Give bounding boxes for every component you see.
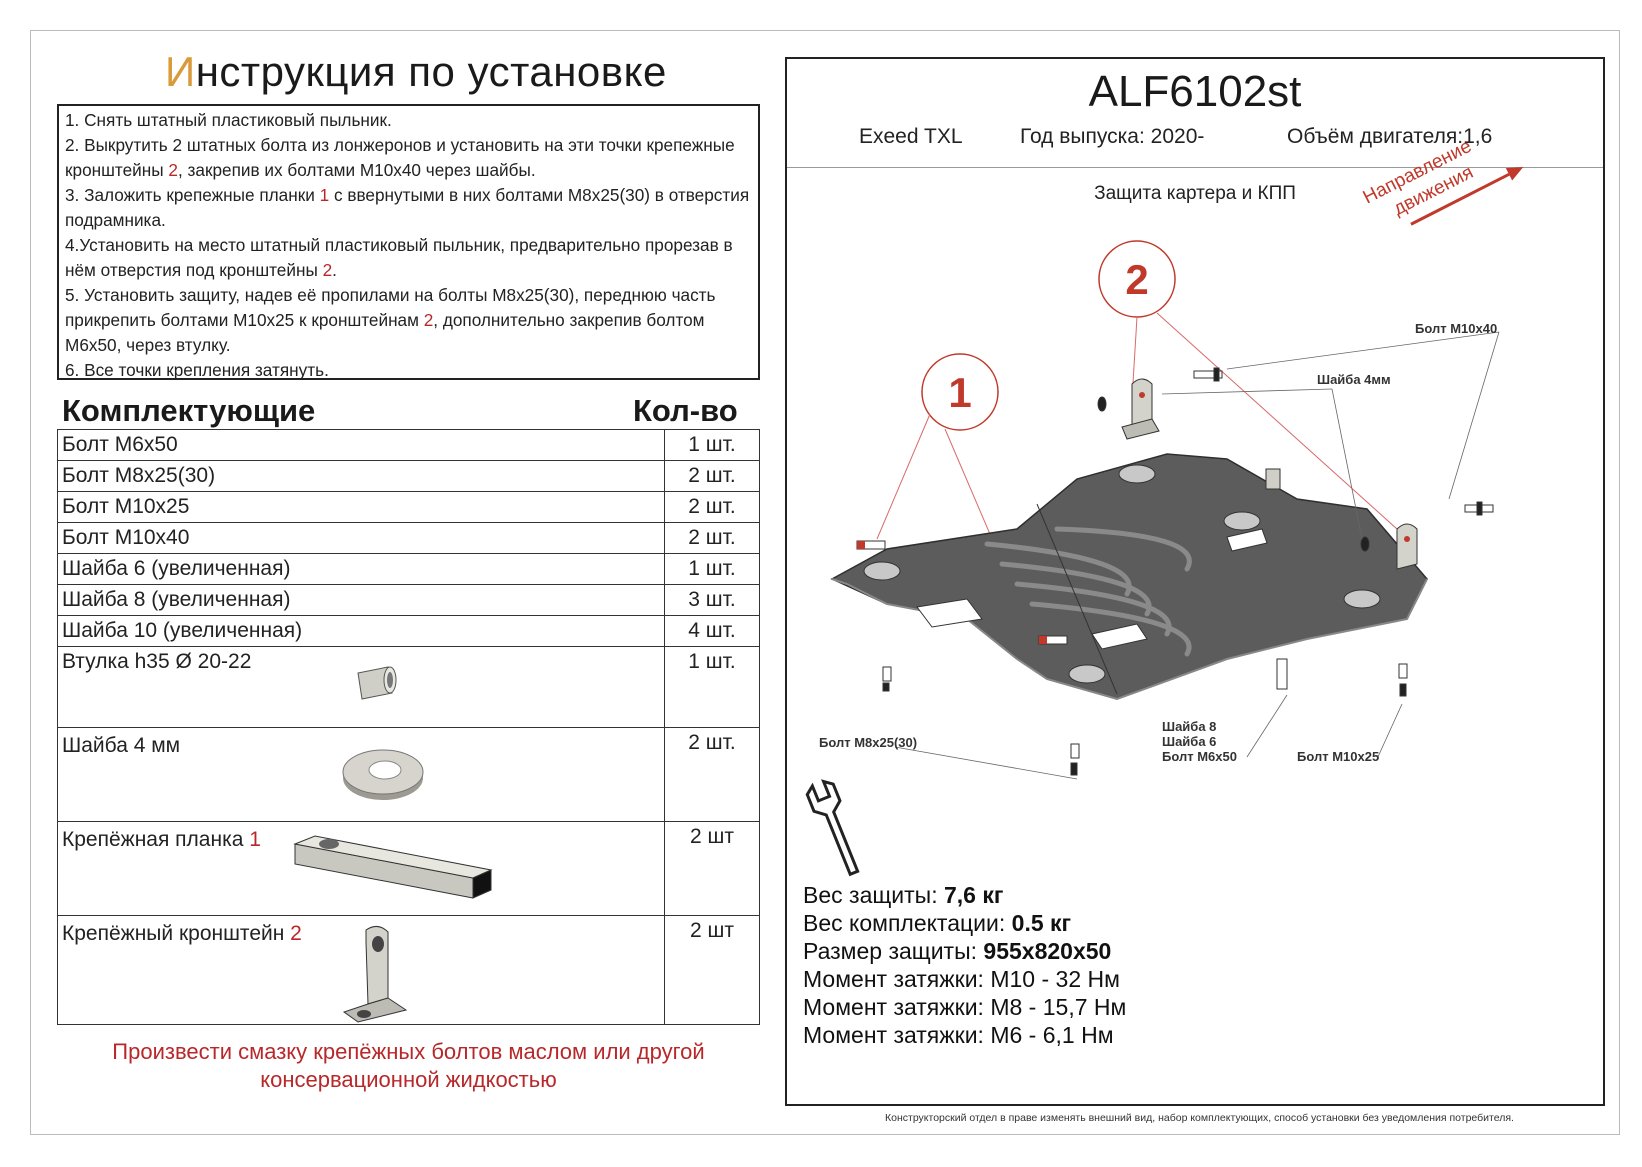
table-row: Шайба 4 мм 2 шт. (57, 727, 760, 822)
bracket-icon (342, 926, 408, 1023)
parts-header-qty: Кол-во (633, 393, 738, 428)
direction-indicator: Направление движения (1360, 136, 1524, 226)
label-washer-8: Шайба 8 (1162, 719, 1216, 734)
table-row: Крепёжный кронштейн 2 2 шт (57, 915, 760, 1025)
instruction-step: 2. Выкрутить 2 штатных болта из лонжерон… (65, 135, 735, 180)
table-row: Шайба 10 (увеличенная)4 шт. (57, 615, 760, 647)
washer-icon (342, 749, 424, 800)
parts-header-name: Комплектующие (62, 393, 316, 428)
instruction-step: 6. Все точки крепления затянуть. (65, 360, 329, 380)
spec-torque-m8: Момент затяжки: М8 - 15,7 Нм (803, 994, 1127, 1020)
instructions-box: 1. Снять штатный пластиковый пыльник. 2.… (57, 104, 760, 380)
table-row: Крепёжная планка 1 2 шт (57, 821, 760, 916)
skid-plate (830, 453, 1428, 701)
table-row: Шайба 6 (увеличенная)1 шт. (57, 553, 760, 585)
bushing-icon (357, 666, 397, 700)
table-row: Втулка h35 Ø 20-22 1 шт. (57, 646, 760, 728)
table-row: Болт М8х25(30)2 шт. (57, 460, 760, 492)
product-panel: ALF6102st Exeed TXL Год выпуска: 2020- О… (785, 57, 1605, 1106)
product-code: ALF6102st (1088, 67, 1302, 116)
callout-2-number: 2 (1125, 256, 1148, 303)
callout-1-circle (921, 353, 999, 431)
label-bolt-m6x50: Болт М6х50 (1162, 749, 1237, 764)
product-subtitle: Защита картера и КПП (1094, 183, 1296, 204)
disclaimer: Конструкторский отдел в праве изменять в… (885, 1112, 1514, 1124)
spec-torque-m10: Момент затяжки: М10 - 32 Нм (803, 966, 1120, 992)
vehicle-model: Exeed TXL (859, 125, 963, 148)
plate-icon (293, 835, 493, 899)
label-bolt-m10x40: Болт М10х40 (1415, 321, 1497, 336)
instruction-step: 4.Установить на место штатный пластиковы… (65, 235, 733, 280)
wrench-icon (805, 779, 860, 877)
instruction-step: 5. Установить защиту, надев её пропилами… (65, 285, 716, 355)
page-frame (30, 30, 1620, 1135)
label-washer-6: Шайба 6 (1162, 734, 1216, 749)
table-row: Шайба 8 (увеличенная)3 шт. (57, 584, 760, 616)
spec-torque-m6: Момент затяжки: М6 - 6,1 Нм (803, 1022, 1114, 1048)
spec-kit-weight: Вес комплектации: 0.5 кг (803, 910, 1072, 936)
label-washer-4mm: Шайба 4мм (1317, 372, 1391, 387)
engine-volume: Объём двигателя:1,6 (1287, 125, 1493, 148)
callout-1-number: 1 (948, 369, 971, 416)
spec-weight: Вес защиты: 7,6 кг (803, 882, 1004, 908)
label-bolt-m10x25: Болт М10х25 (1297, 749, 1379, 764)
label-bolt-m8x25: Болт М8х25(30) (819, 735, 917, 750)
hardware (856, 367, 1494, 776)
instruction-step: 1. Снять штатный пластиковый пыльник. (65, 110, 392, 130)
spec-size: Размер защиты: 955х820х50 (803, 938, 1112, 964)
installation-diagram: Направление движения 1 2 (805, 136, 1524, 877)
page-title: Инструкция по установке (165, 48, 667, 95)
lubrication-note: Произвести смазку крепёжных болтов масло… (112, 1039, 705, 1092)
label-leaders (894, 331, 1500, 780)
instruction-step: 3. Заложить крепежные планки 1 с ввернут… (65, 185, 750, 230)
divider (787, 167, 1603, 168)
production-year: Год выпуска: 2020- (1020, 125, 1205, 148)
